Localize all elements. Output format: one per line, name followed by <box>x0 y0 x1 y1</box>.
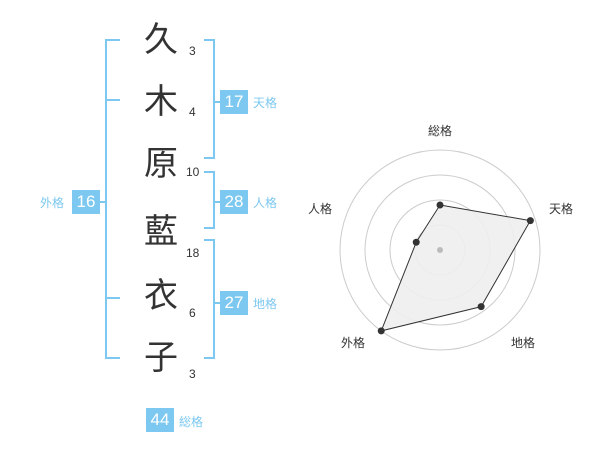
tenkaku-value: 17 <box>220 90 248 114</box>
stroke-count-5: 6 <box>189 306 196 320</box>
stroke-count-1: 3 <box>189 44 196 58</box>
chikaku-label: 地格 <box>253 297 278 311</box>
gaikaku-value: 16 <box>72 190 100 214</box>
radar-axis-label-chikaku: 地格 <box>511 336 536 350</box>
soukaku-value: 44 <box>146 408 174 432</box>
radar-axis-label-gaikaku: 外格 <box>341 336 366 350</box>
gaikaku-label: 外格 <box>40 196 65 210</box>
stroke-count-6: 3 <box>189 367 196 381</box>
soukaku-label: 総格 <box>179 415 204 429</box>
chikaku-value: 27 <box>220 291 248 315</box>
stroke-count-2: 4 <box>189 105 196 119</box>
radar-series-polygon <box>380 204 532 332</box>
tenkaku-bracket <box>204 39 215 159</box>
radar-axis-label-soukaku: 総格 <box>428 124 453 138</box>
chikaku-bracket <box>204 239 215 359</box>
radar-grid-ring <box>364 174 516 326</box>
name-char-3: 原 <box>144 144 178 184</box>
radar-axis-label-jinkaku: 人格 <box>308 202 333 216</box>
name-char-2: 木 <box>144 82 178 122</box>
stroke-count-3: 10 <box>186 165 200 179</box>
jinkaku-value: 28 <box>220 190 248 214</box>
radar-data-point <box>526 217 534 225</box>
radar-axis-label-tenkaku: 天格 <box>549 202 574 216</box>
stroke-count-4: 18 <box>186 246 200 260</box>
gaikaku-bracket <box>105 39 120 359</box>
radar-data-point <box>436 201 444 209</box>
tenkaku-label: 天格 <box>253 96 278 110</box>
radar-data-point <box>377 327 385 335</box>
name-char-4: 藍 <box>144 212 178 252</box>
jinkaku-label: 人格 <box>253 196 278 210</box>
name-char-5: 衣 <box>144 276 178 316</box>
radar-grid-ring <box>339 149 541 351</box>
radar-data-point <box>412 238 420 246</box>
radar-center-dot <box>437 247 443 253</box>
radar-data-point <box>477 303 485 311</box>
name-char-1: 久 <box>144 20 178 60</box>
name-char-6: 子 <box>144 338 178 378</box>
jinkaku-bracket <box>204 171 215 229</box>
